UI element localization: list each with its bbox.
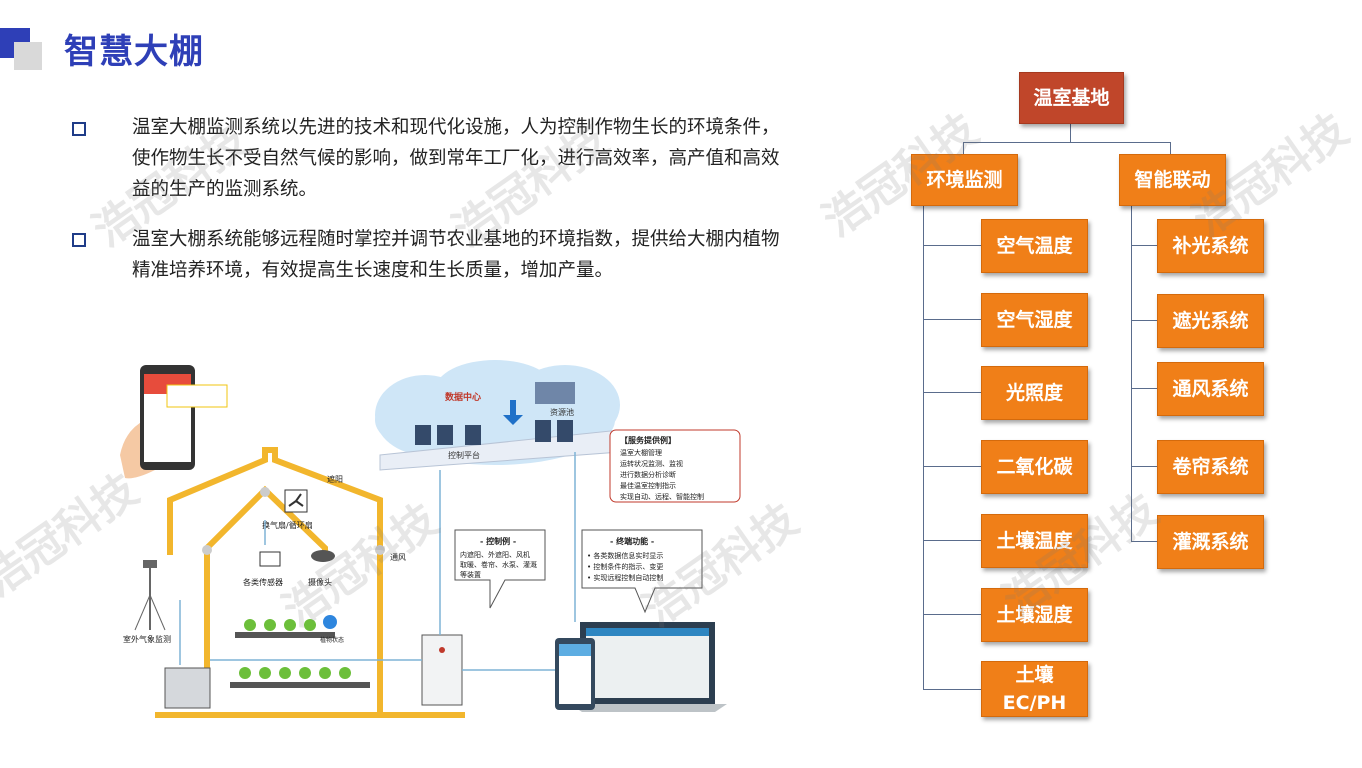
control-example-line: 取暖、卷帘、水泵、灌溉 (460, 560, 537, 569)
ventilation-label: 通风 (390, 552, 406, 562)
page-title: 智慧大棚 (64, 32, 204, 72)
connector-line (923, 540, 981, 541)
connector-line (923, 392, 981, 393)
weather-label: 室外气象监测 (123, 634, 171, 644)
org-leaf-supplementary-light: 补光系统 (1157, 219, 1264, 273)
org-leaf-irrigation-system: 灌溉系统 (1157, 515, 1264, 569)
org-leaf-air-humidity: 空气湿度 (981, 293, 1088, 347)
fan-label: 换气扇/循环扇 (262, 520, 313, 530)
service-box: 【服务提供例】 温室大棚管理 运转状况监测、监视 进行数据分析诊断 最佳温室控制… (609, 429, 741, 503)
connector-line (923, 614, 981, 615)
connector-line (923, 319, 981, 320)
org-leaf-soil-ecph-line: EC/PH (1002, 692, 1067, 714)
org-leaf-soil-ecph-line: 土壤 (1015, 664, 1054, 686)
org-leaf-ventilation-system: 通风系统 (1157, 362, 1264, 416)
header-accent-square-gray (14, 42, 42, 70)
cloud-data-center: 数据中心 资源池 控制平台 (375, 360, 621, 471)
control-example-line: 内遮阳、外遮阳、风机 (460, 550, 530, 559)
control-example-callout: - 控制例 - 内遮阳、外遮阳、风机 取暖、卷帘、水泵、灌溉 等装置 (454, 529, 546, 609)
org-branch-linkage: 智能联动 (1119, 154, 1226, 206)
connector-line (1131, 245, 1157, 246)
service-item: 实现自动、远程、智能控制 (620, 492, 704, 501)
org-leaf-soil-ecph: 土壤 EC/PH (981, 661, 1088, 717)
greenhouse-system-illustration: 数据中心 资源池 控制平台 【服务提供例】 温室大棚管理 运转状况监测、监视 进… (120, 360, 741, 718)
control-cabinet-icon (421, 634, 463, 706)
paragraph-line: 温室大棚系统能够远程随时掌控并调节农业基地的环境指数，提供给大棚内植物 (132, 229, 780, 250)
bullet-square-icon (72, 122, 86, 136)
org-leaf-shading-system: 遮光系统 (1157, 294, 1264, 348)
connector-line (963, 142, 1170, 143)
connector-line (1131, 388, 1157, 389)
org-leaf-curtain-system: 卷帘系统 (1157, 440, 1264, 494)
connector-line (1131, 204, 1132, 542)
control-platform-label: 控制平台 (448, 450, 480, 460)
connector-line (1131, 466, 1157, 467)
plant-rows: 植物状态 (230, 615, 370, 688)
service-item: 温室大棚管理 (620, 448, 662, 457)
connector-line (1070, 122, 1071, 142)
connector-line (923, 245, 981, 246)
terminal-function-line: • 实现远程控制自动控制 (587, 573, 663, 582)
terminal-function-line: • 各类数据信息实时显示 (587, 551, 663, 560)
service-item: 最佳温室控制指示 (620, 481, 676, 490)
connector-line (1131, 320, 1157, 321)
org-leaf-illuminance: 光照度 (981, 366, 1088, 420)
paragraph-line: 使作物生长不受自然气候的影响，做到常年工厂化，进行高效率，高产值和高效 (132, 148, 780, 169)
service-item: 运转状况监测、监视 (620, 459, 683, 468)
weather-station-icon: 室外气象监测 (123, 560, 171, 644)
greenhouse-frame: 遮阳 换气扇/循环扇 各类传感器 摄像头 通风 (155, 447, 465, 718)
service-item: 进行数据分析诊断 (620, 470, 676, 479)
org-root-node: 温室基地 (1019, 72, 1124, 124)
terminal-function-callout: - 终端功能 - • 各类数据信息实时显示 • 控制条件的指示、变更 • 实现远… (581, 529, 703, 614)
plant-status-label: 植物状态 (320, 636, 344, 644)
connection-lines (179, 452, 576, 671)
connector-line (923, 689, 981, 690)
control-example-line: 等装置 (460, 570, 481, 579)
sensors-label: 各类传感器 (243, 577, 283, 587)
paragraph-line: 温室大棚监测系统以先进的技术和现代化设施，人为控制作物生长的环境条件， (132, 117, 780, 138)
paragraph-line: 益的生产的监测系统。 (132, 179, 318, 200)
connector-line (923, 204, 924, 689)
terminal-function-title: - 终端功能 - (610, 536, 654, 546)
shade-label: 遮阳 (327, 474, 343, 484)
org-leaf-soil-temperature: 土壤温度 (981, 514, 1088, 568)
laptop-tablet-icon (555, 622, 727, 712)
terminal-function-line: • 控制条件的指示、变更 (587, 562, 663, 571)
control-example-title: - 控制例 - (480, 536, 516, 546)
org-leaf-air-temperature: 空气温度 (981, 219, 1088, 273)
org-leaf-co2: 二氧化碳 (981, 440, 1088, 494)
camera-label: 摄像头 (308, 577, 332, 587)
connector-line (963, 142, 964, 154)
connector-line (1131, 541, 1157, 542)
org-leaf-soil-humidity: 土壤湿度 (981, 588, 1088, 642)
connector-line (1170, 142, 1171, 154)
service-title: 【服务提供例】 (620, 435, 676, 445)
org-branch-environment: 环境监测 (911, 154, 1018, 206)
connector-line (923, 466, 981, 467)
paragraph-line: 精准培养环境，有效提高生长速度和生长质量，增加产量。 (132, 260, 614, 281)
data-center-label: 数据中心 (445, 391, 481, 403)
bullet-paragraph-2: 温室大棚系统能够远程随时掌控并调节农业基地的环境指数，提供给大棚内植物 精准培养… (132, 224, 837, 286)
smartphone-icon (120, 365, 228, 479)
resource-pool-label: 资源池 (550, 407, 574, 417)
bullet-square-icon (72, 233, 86, 247)
heater-unit-icon (164, 667, 211, 709)
bullet-paragraph-1: 温室大棚监测系统以先进的技术和现代化设施，人为控制作物生长的环境条件， 使作物生… (132, 112, 837, 205)
